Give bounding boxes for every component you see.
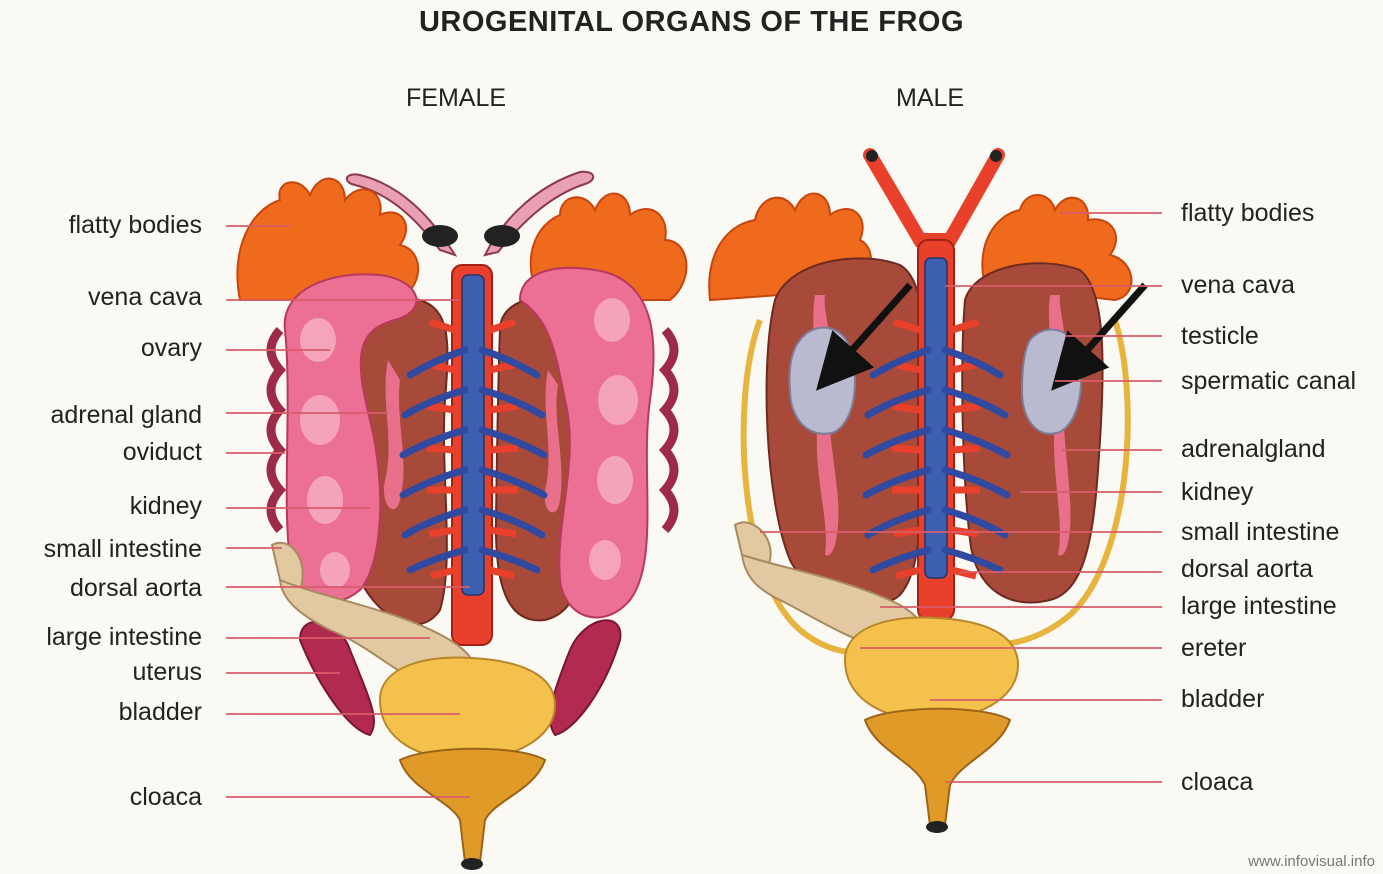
female-label-cloaca: cloaca [130, 783, 202, 811]
female-label-oviduct: oviduct [123, 438, 202, 466]
female-label-large-intestine: large intestine [46, 623, 202, 651]
male-cloaca [865, 709, 1010, 825]
male-vena-cava [925, 258, 947, 578]
female-label-bladder: bladder [119, 698, 202, 726]
male-label-testicle: testicle [1181, 322, 1259, 350]
diagram-title: UROGENITAL ORGANS OF THE FROG [0, 6, 1383, 39]
source-credit: www.infovisual.info [1248, 853, 1375, 870]
female-label-kidney: kidney [130, 492, 202, 520]
male-bladder [845, 617, 1018, 720]
male-label-bladder: bladder [1181, 685, 1264, 713]
female-label-small-intestine: small intestine [44, 535, 202, 563]
female-uterus-right [550, 620, 620, 735]
female-oviduct-coil-right [665, 330, 674, 530]
female-bladder [380, 657, 555, 760]
female-label-fat-bodies: flatty bodies [69, 211, 202, 239]
female-oviduct-opening-left [422, 225, 458, 247]
male-testicle-left [789, 328, 855, 434]
male-label-small-intestine: small intestine [1181, 518, 1339, 546]
male-kidney-left [767, 258, 923, 606]
male-vena-cava-fork [870, 155, 998, 240]
female-label-adrenal-gland: adrenal gland [50, 401, 202, 429]
male-label-large-intestine: large intestine [1181, 592, 1337, 620]
male-label-ureter: ereter [1181, 634, 1246, 662]
male-label-spermatic-canal: spermatic canal [1181, 367, 1356, 395]
male-label-adrenal-gland: adrenalgland [1181, 435, 1326, 463]
male-label-dorsal-aorta: dorsal aorta [1181, 555, 1313, 583]
female-oviduct-opening-right [484, 225, 520, 247]
female-oviduct-coil-left [271, 330, 280, 530]
male-label-kidney: kidney [1181, 478, 1253, 506]
male-heading: MALE [896, 84, 964, 113]
female-label-dorsal-aorta: dorsal aorta [70, 574, 202, 602]
female-label-ovary: ovary [141, 334, 202, 362]
male-kidney-right [962, 263, 1102, 602]
male-label-vena-cava: vena cava [1181, 271, 1295, 299]
male-label-fat-bodies: flatty bodies [1181, 199, 1314, 227]
female-label-uterus: uterus [133, 658, 202, 686]
male-label-cloaca: cloaca [1181, 768, 1253, 796]
female-cloaca [400, 749, 545, 862]
female-frog-illustration [237, 172, 686, 870]
female-label-vena-cava: vena cava [88, 283, 202, 311]
female-heading: FEMALE [406, 84, 506, 113]
